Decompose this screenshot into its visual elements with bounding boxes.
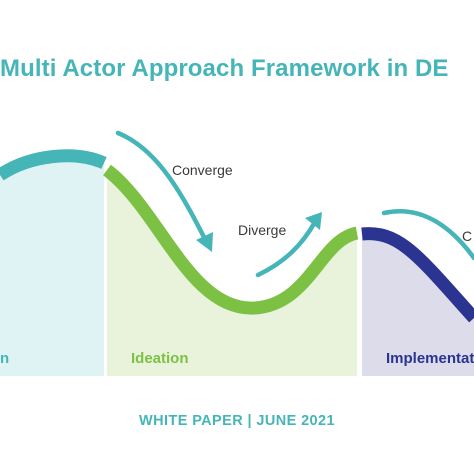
converge-label: Converge [172,162,233,178]
phase-3-label: Implementati [386,350,474,367]
phase-1-curve [0,149,107,181]
diverge-label: Diverge [238,222,287,238]
converge-label-2: C [462,228,473,244]
phase-2-area [107,170,357,376]
phase-3-area [362,233,474,376]
phase-2-curve [102,164,359,315]
diverge-arrow [255,212,322,278]
phase-1-area [0,155,104,376]
phase-1-label: n [0,350,10,367]
converge-arrow-2 [381,209,474,261]
converge-arrow [115,130,213,252]
phase-3-curve [361,227,474,323]
phase-2-label: Ideation [131,350,189,367]
footer-text: WHITE PAPER | JUNE 2021 [139,413,335,429]
page-title: Multi Actor Approach Framework in DE [0,55,449,82]
